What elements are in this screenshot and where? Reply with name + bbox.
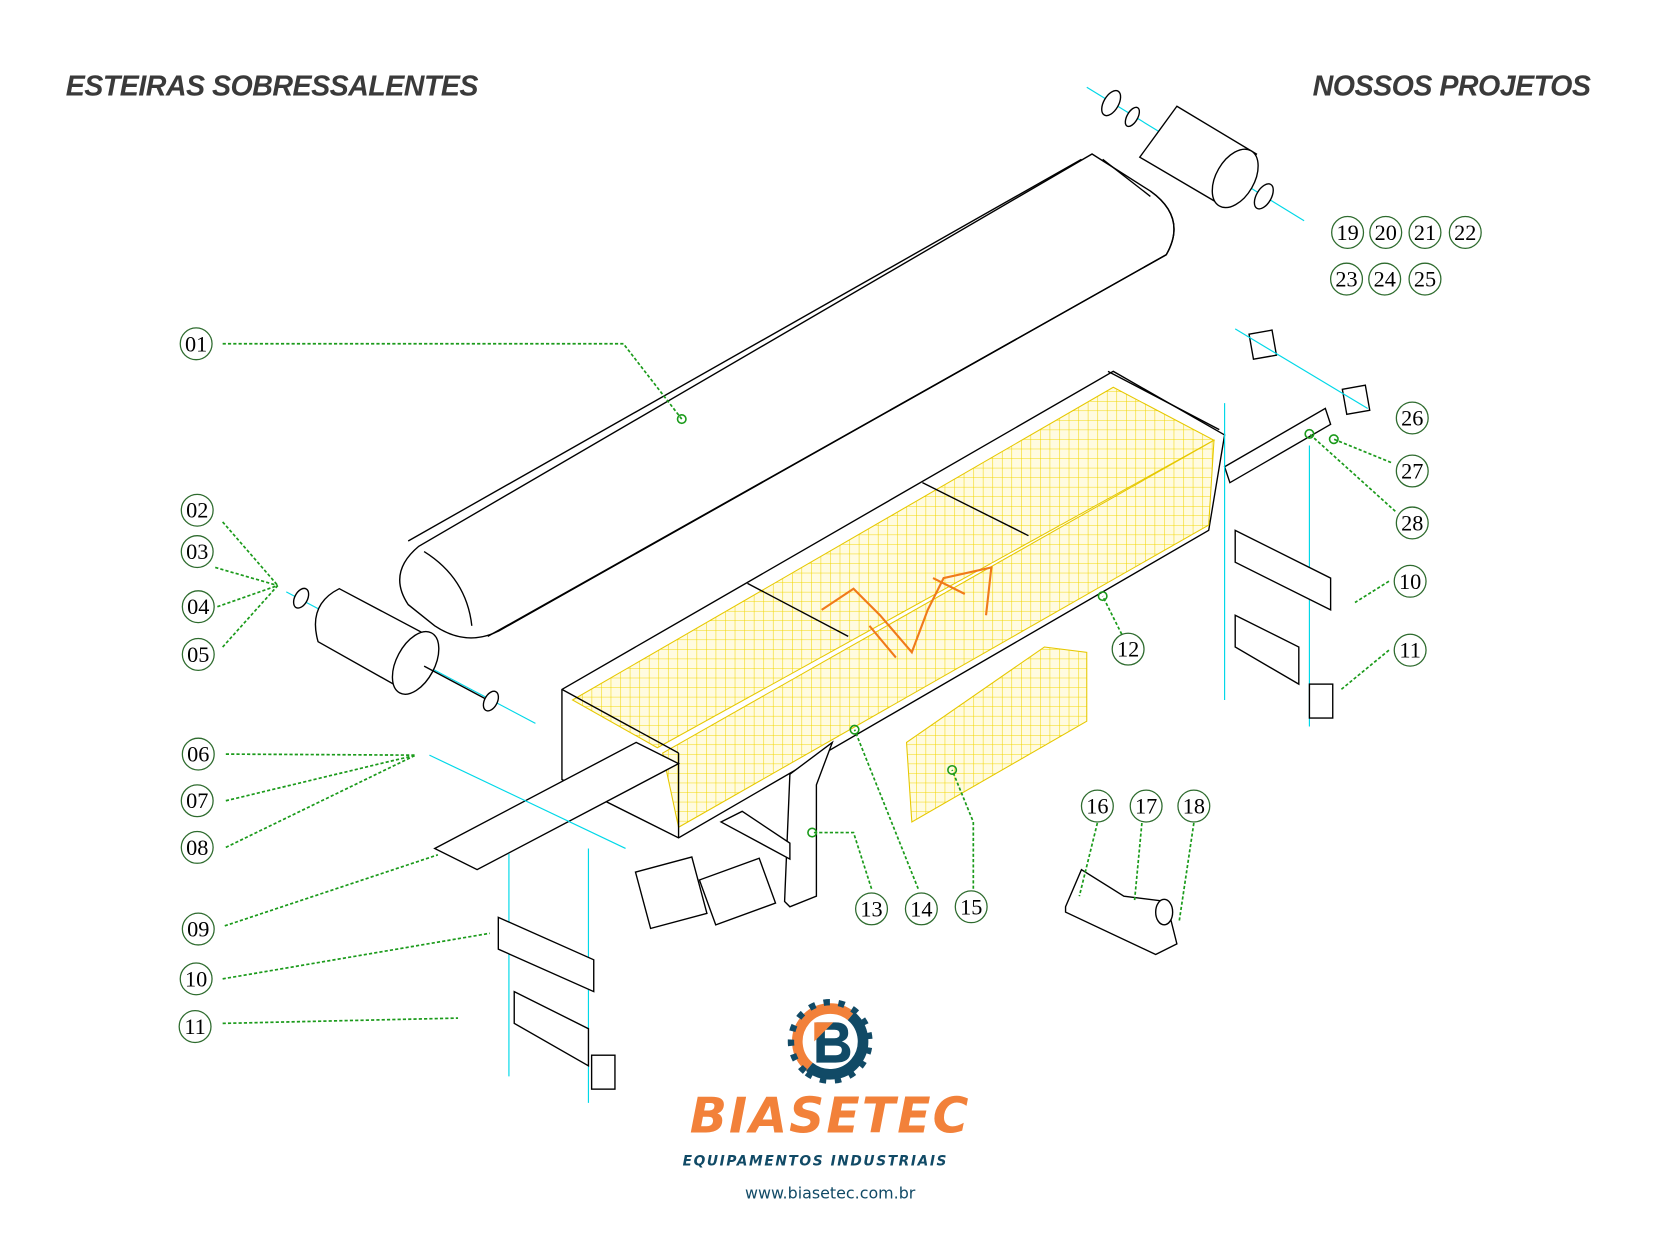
- conveyor-belt: [399, 153, 1175, 639]
- svg-text:19: 19: [1336, 220, 1358, 245]
- conveyor-frame: [429, 328, 1371, 1103]
- svg-text:20: 20: [1375, 220, 1397, 245]
- gearmotor: [634, 856, 777, 930]
- callout-09: 09: [181, 912, 215, 946]
- svg-text:23: 23: [1335, 267, 1357, 292]
- brand-name: BIASETEC: [690, 1088, 971, 1145]
- svg-text:11: 11: [1399, 638, 1420, 663]
- callout-06: 06: [181, 737, 215, 771]
- callout-11-left: 11: [178, 1010, 212, 1044]
- svg-text:12: 12: [1117, 637, 1139, 662]
- callout-01: 01: [179, 327, 213, 361]
- svg-text:05: 05: [187, 642, 209, 667]
- callout-08: 08: [180, 830, 214, 864]
- callout-03: 03: [180, 535, 214, 569]
- callout-18: 18: [1177, 789, 1211, 823]
- svg-text:27: 27: [1401, 459, 1423, 484]
- svg-text:18: 18: [1183, 794, 1205, 819]
- svg-text:10: 10: [185, 966, 207, 991]
- svg-text:06: 06: [187, 742, 209, 767]
- callout-13: 13: [854, 892, 889, 926]
- callout-17: 17: [1129, 789, 1163, 823]
- svg-text:15: 15: [960, 894, 982, 919]
- callout-22: 22: [1448, 215, 1482, 249]
- svg-text:02: 02: [186, 498, 208, 523]
- callout-26: 26: [1395, 401, 1429, 435]
- callout-16: 16: [1080, 789, 1114, 823]
- callout-14: 14: [904, 892, 938, 926]
- website-link[interactable]: www.biasetec.com.br: [745, 1183, 916, 1202]
- callout-20: 20: [1369, 215, 1403, 249]
- svg-text:04: 04: [187, 594, 209, 619]
- return-idler: [1064, 868, 1178, 956]
- callout-10-left: 10: [179, 962, 213, 996]
- callout-28: 28: [1395, 506, 1429, 540]
- svg-text:09: 09: [187, 917, 209, 942]
- svg-text:11: 11: [184, 1014, 205, 1039]
- svg-text:24: 24: [1374, 267, 1396, 292]
- callout-25: 25: [1408, 262, 1442, 296]
- svg-text:10: 10: [1399, 569, 1421, 594]
- svg-text:16: 16: [1086, 794, 1108, 819]
- svg-text:17: 17: [1135, 794, 1157, 819]
- gear-logo-icon: [787, 999, 873, 1084]
- biasetec-logo: BIASETEC EQUIPAMENTOS INDUSTRIAIS www.bi…: [683, 999, 971, 1202]
- left-title: ESTEIRAS SOBRESSALENTES: [66, 71, 479, 103]
- right-title: NOSSOS PROJETOS: [1313, 71, 1591, 103]
- leader-lines: [214, 342, 1396, 1025]
- head-drum-assembly: [1086, 86, 1305, 222]
- callout-19: 19: [1331, 215, 1365, 249]
- brand-tagline: EQUIPAMENTOS INDUSTRIAIS: [683, 1153, 948, 1169]
- svg-text:21: 21: [1414, 220, 1436, 245]
- svg-text:03: 03: [186, 539, 208, 564]
- callout-24: 24: [1368, 262, 1402, 296]
- callout-12: 12: [1111, 632, 1145, 666]
- callout-23: 23: [1329, 262, 1364, 296]
- tail-drum-assembly: [285, 587, 536, 724]
- callout-27: 27: [1395, 454, 1429, 488]
- svg-text:28: 28: [1401, 510, 1423, 535]
- svg-text:08: 08: [186, 835, 208, 860]
- svg-text:13: 13: [860, 896, 882, 921]
- belt-scrapers: [497, 529, 1334, 1090]
- callout-21: 21: [1408, 215, 1442, 249]
- callout-10-right: 10: [1393, 564, 1427, 598]
- callout-05: 05: [181, 637, 215, 671]
- callout-11-right: 11: [1393, 633, 1427, 667]
- callout-07: 07: [180, 784, 214, 818]
- svg-text:07: 07: [186, 788, 208, 813]
- svg-text:26: 26: [1401, 405, 1423, 430]
- callout-15: 15: [954, 890, 988, 924]
- svg-text:01: 01: [185, 331, 207, 356]
- svg-text:25: 25: [1414, 267, 1436, 292]
- svg-text:14: 14: [910, 896, 932, 921]
- callout-04: 04: [181, 590, 215, 624]
- callout-02: 02: [180, 493, 214, 527]
- svg-text:22: 22: [1454, 220, 1476, 245]
